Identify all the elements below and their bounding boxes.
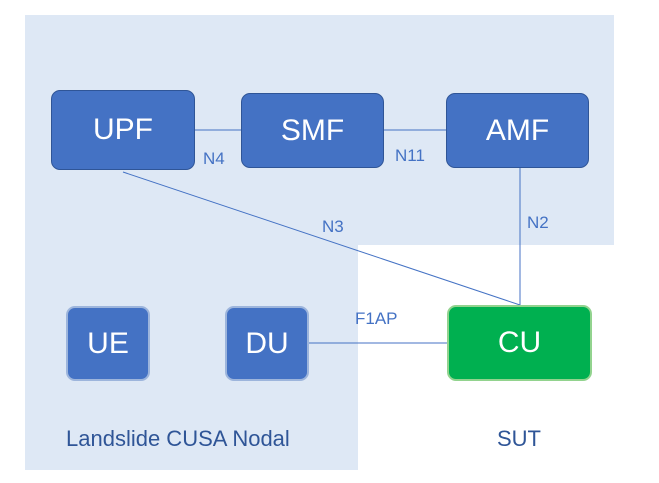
- n4-label: N4: [203, 149, 225, 168]
- n3-label: N3: [322, 217, 344, 236]
- upf-node: UPF: [51, 90, 195, 170]
- ue-node: UE: [66, 306, 150, 381]
- du-node: DU: [225, 306, 309, 381]
- sut-caption: SUT: [497, 426, 541, 451]
- n3-link: [122, 171, 521, 306]
- amf-node: AMF: [446, 93, 589, 168]
- n11-label: N11: [395, 146, 425, 165]
- f1ap-label: F1AP: [355, 309, 398, 328]
- landslide-caption: Landslide CUSA Nodal: [66, 426, 290, 451]
- smf-node: SMF: [241, 93, 384, 168]
- n2-label: N2: [527, 213, 549, 232]
- cu-node: CU: [447, 305, 592, 381]
